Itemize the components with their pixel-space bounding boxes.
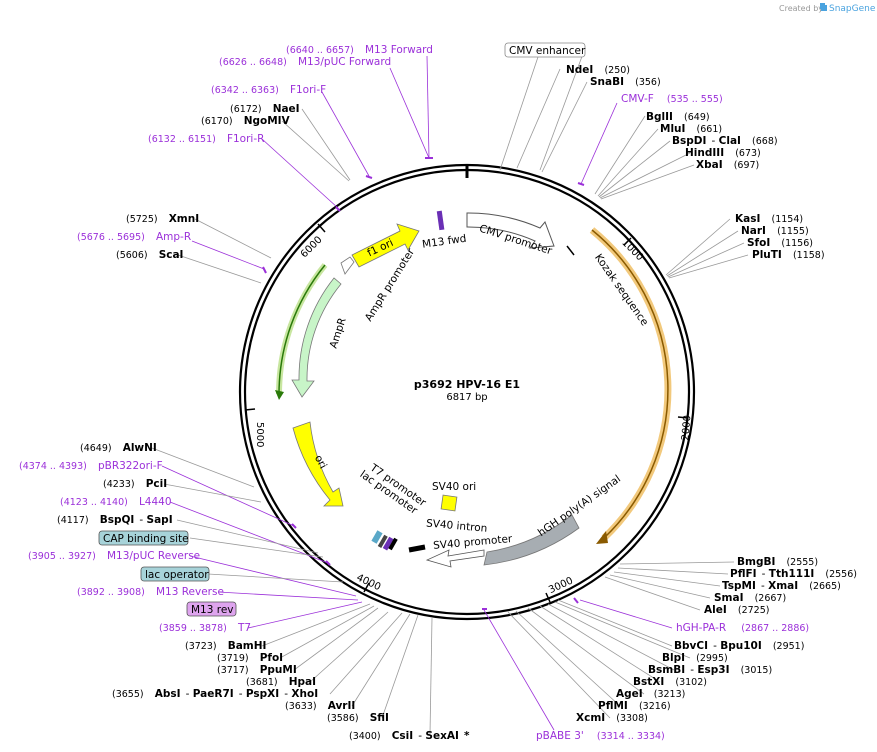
label-cmv-enhancer: CMV enhancer [509, 45, 586, 57]
label-cap-binding-site: CAP binding site [103, 533, 189, 545]
label-snabi: SnaBI (356) [590, 70, 661, 89]
feature-label-ori: ori [312, 453, 329, 471]
label-bbvci: BbvCI - Bpu10I (2951) [674, 634, 804, 653]
green-arc-line [278, 264, 326, 395]
sv40-intron-marker [408, 544, 426, 553]
feature-label-ampr: AmpR [328, 316, 349, 350]
label-ngomiv: (6170) NgoMIV [201, 109, 291, 128]
label-amp-r: (5676 .. 5695) Amp-R [77, 225, 191, 244]
feature-label-sv40-intron: SV40 intron [426, 517, 488, 534]
created-by-text: Created by [779, 4, 823, 13]
ampr-promoter-arrow [340, 256, 355, 275]
plasmid-name: p3692 HPV-16 E1 [414, 378, 520, 391]
label-bglii: BglII (649) [646, 105, 710, 124]
label-pfoi: (3719) PfoI [217, 646, 283, 665]
label-pbr322ori-f: (4374 .. 4393) pBR322ori-F [19, 454, 163, 473]
orf-arc-orange-line [591, 229, 669, 539]
label-bmgbi: BmgBI (2555) [737, 550, 818, 569]
tick-label-5000: 5000 [254, 422, 265, 447]
cmv-enhancer-box [504, 42, 586, 58]
plasmid-length: 6817 bp [446, 392, 487, 403]
snapgene-brand-text: SnapGene [829, 4, 876, 14]
cmv-promoter-arrow [466, 212, 555, 249]
label-naei: (6172) NaeI [230, 97, 300, 116]
label-pluti: PluTI (1158) [752, 243, 825, 262]
label-xcmi: XcmI (3308) [576, 706, 648, 725]
label-f1ori-f: (6342 .. 6363) F1ori-F [211, 78, 326, 97]
ori-arrow [292, 421, 344, 507]
label-alei: AleI (2725) [704, 598, 769, 617]
label-hgh-pa-r: hGH-PA-R (2867 .. 2886) [676, 616, 809, 635]
label-bamhi: (3723) BamHI [185, 634, 266, 653]
label-csii: (3400) CsiI - SexAI * [349, 724, 470, 743]
label-pbabe3: pBABE 3' (3314 .. 3334) [536, 724, 665, 743]
orf-arrowhead [596, 531, 608, 544]
label-sfoi: SfoI (1156) [747, 231, 813, 250]
label-m13-rev: M13 rev [191, 604, 234, 616]
f1-ori-arrow [351, 223, 420, 268]
snapgene-logo-icon [820, 3, 827, 11]
lac-cluster [371, 530, 398, 551]
label-m13-forward: (6640 .. 6657) M13 Forward [286, 38, 433, 57]
label-l4440: (4123 .. 4140) L4440 [60, 490, 172, 509]
label-hpai: (3681) HpaI [246, 670, 316, 689]
cap-binding-site-box [98, 530, 189, 546]
label-ppumi: (3717) PpuMI [217, 658, 297, 677]
tick-label-2000: 2000 [680, 415, 693, 441]
label-agei: AgeI (3213) [616, 682, 685, 701]
feature-label-m13fwd: M13 fwd [421, 233, 467, 251]
label-blpi: BlpI (2995) [662, 646, 728, 665]
label-t7: (3859 .. 3878) T7 [159, 616, 251, 635]
label-xbai: XbaI (697) [696, 153, 759, 172]
label-cmv-f: CMV-F (535 .. 555) [621, 87, 723, 106]
leader-lines [151, 50, 749, 735]
kozak-marker [566, 245, 575, 256]
m13-rev-box [186, 601, 237, 617]
label-pflfi: PflFI - Tth111I (2556) [730, 562, 857, 581]
m13-fwd-marker [436, 210, 445, 231]
label-absi-group: (3655) AbsI - PaeR7I - PspXI - XhoI [112, 682, 318, 701]
label-m13-reverse: (3892 .. 3908) M13 Reverse [77, 580, 224, 599]
sv40-promoter-arrow [425, 549, 485, 568]
label-pflmi: PflMI (3216) [598, 694, 671, 713]
label-xmni: (5725) XmnI [126, 207, 199, 226]
label-lac-operator: lac operator [145, 569, 209, 581]
feature-label-sv40-ori: SV40 ori [432, 481, 476, 493]
sv40-ori-box [440, 494, 458, 512]
label-mlui: MluI (661) [660, 117, 722, 136]
label-kasi: KasI (1154) [735, 207, 803, 226]
label-pcii: (4233) PciI [103, 472, 167, 491]
label-m13puc-forward: (6626 .. 6648) M13/pUC Forward [219, 50, 391, 69]
label-nari: NarI (1155) [741, 219, 809, 238]
lac-operator-box [140, 566, 210, 582]
label-bsmbi: BsmBI - Esp3I (3015) [648, 658, 772, 677]
label-tspmi: TspMI - XmaI (2665) [722, 574, 841, 593]
label-bstxi: BstXI (3102) [633, 670, 707, 689]
label-scai: (5606) ScaI [116, 243, 183, 262]
green-arrowhead [275, 390, 284, 400]
label-f1ori-r: (6132 .. 6151) F1ori-R [148, 127, 264, 146]
tick-label-6000: 6000 [299, 234, 325, 260]
label-ndei: NdeI (250) [566, 58, 630, 77]
hgh-polya-arrow [483, 514, 580, 566]
label-sfii: (3586) SfiI [327, 706, 389, 725]
tick-marks [244, 223, 689, 603]
label-bspdi: BspDI - ClaI (668) [672, 129, 778, 148]
label-avrii: (3633) AvrII [285, 694, 355, 713]
label-bspqi: (4117) BspQI - SapI [57, 508, 173, 527]
ampr-arrow [291, 277, 342, 398]
label-smai: SmaI (2667) [714, 586, 786, 605]
label-hindiii: HindIII (673) [685, 141, 761, 160]
label-m13puc-reverse: (3905 .. 3927) M13/pUC Reverse [28, 544, 200, 563]
label-alwni: (4649) AlwNI [80, 436, 157, 455]
